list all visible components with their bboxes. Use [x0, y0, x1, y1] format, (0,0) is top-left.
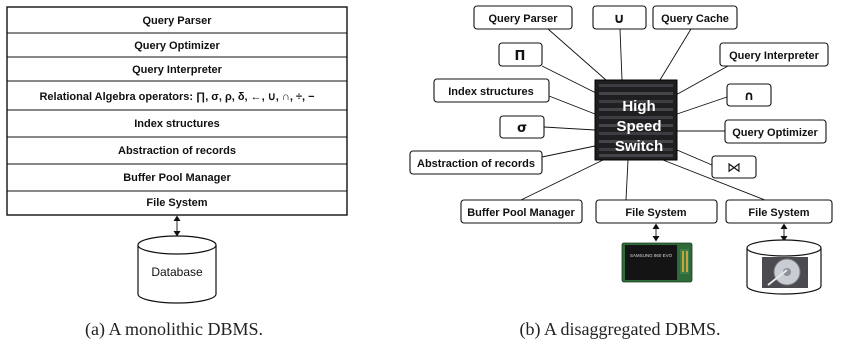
selection-box — [499, 115, 545, 139]
double-arrow-icon — [173, 215, 181, 237]
file-system-ssd-box — [595, 199, 718, 224]
caption-b: (b) A disaggregated DBMS. — [520, 319, 721, 340]
disaggregated-dbms-panel: High Speed Switch Query Parser ∪ Query C… — [409, 5, 833, 340]
index-structures-label: Index structures — [448, 86, 534, 98]
query-cache-label: Query Cache — [661, 13, 729, 25]
buffer-pool-manager-label: Buffer Pool Manager — [467, 207, 575, 219]
monolithic-dbms-panel: Query Parser Query Optimizer Query Inter… — [6, 6, 348, 340]
join-box — [711, 155, 757, 179]
query-interpreter-box — [719, 42, 829, 67]
projection-box — [498, 42, 543, 67]
intersection-operator-label: ∩ — [744, 89, 755, 104]
connector-lines — [520, 28, 766, 201]
intersection-box — [726, 83, 772, 107]
layer-query-optimizer: Query Optimizer — [134, 40, 220, 52]
layer-buffer-pool-manager: Buffer Pool Manager — [123, 172, 231, 184]
query-optimizer-box — [724, 119, 827, 144]
file-system-ssd-label: File System — [625, 207, 686, 219]
buffer-pool-manager-box — [460, 199, 583, 224]
switch-label-line-1: High — [622, 98, 655, 115]
database-cylinder-icon — [137, 235, 217, 304]
database-label: Database — [151, 265, 203, 279]
query-parser-box — [473, 5, 573, 30]
double-arrow-icon — [780, 223, 788, 242]
index-structures-box — [433, 78, 550, 103]
double-arrow-icon — [652, 223, 660, 242]
caption-a: (a) A monolithic DBMS. — [85, 319, 263, 340]
file-system-hdd-box — [725, 199, 833, 224]
layer-query-parser: Query Parser — [142, 15, 212, 27]
layer-relational-algebra-operators: Relational Algebra operators: ∏, σ, ρ, δ… — [39, 91, 314, 103]
high-speed-switch — [594, 79, 678, 161]
projection-operator-label: Π — [515, 49, 526, 64]
query-interpreter-label: Query Interpreter — [729, 50, 820, 62]
layer-stack — [6, 6, 348, 216]
switch-label-line-2: Speed — [616, 118, 661, 135]
abstraction-of-records-box — [409, 150, 543, 175]
layer-index-structures: Index structures — [134, 118, 220, 130]
layer-query-interpreter: Query Interpreter — [132, 64, 223, 76]
switch-label-line-3: Switch — [615, 138, 663, 155]
layer-file-system: File System — [146, 197, 207, 209]
union-operator-label: ∪ — [613, 11, 624, 27]
union-box — [592, 5, 647, 30]
abstraction-of-records-label: Abstraction of records — [417, 158, 535, 170]
query-parser-label: Query Parser — [488, 13, 558, 25]
ssd-brand-text: SAMSUNG 860 EVO — [630, 253, 673, 258]
file-system-hdd-label: File System — [748, 207, 809, 219]
query-optimizer-label: Query Optimizer — [732, 127, 818, 139]
join-operator-label: ⋈ — [727, 160, 741, 176]
hdd-cylinder-icon — [746, 239, 822, 295]
query-cache-box — [652, 5, 738, 30]
selection-operator-label: σ — [517, 121, 527, 136]
layer-abstraction-of-records: Abstraction of records — [118, 145, 236, 157]
ssd-icon — [621, 242, 693, 283]
